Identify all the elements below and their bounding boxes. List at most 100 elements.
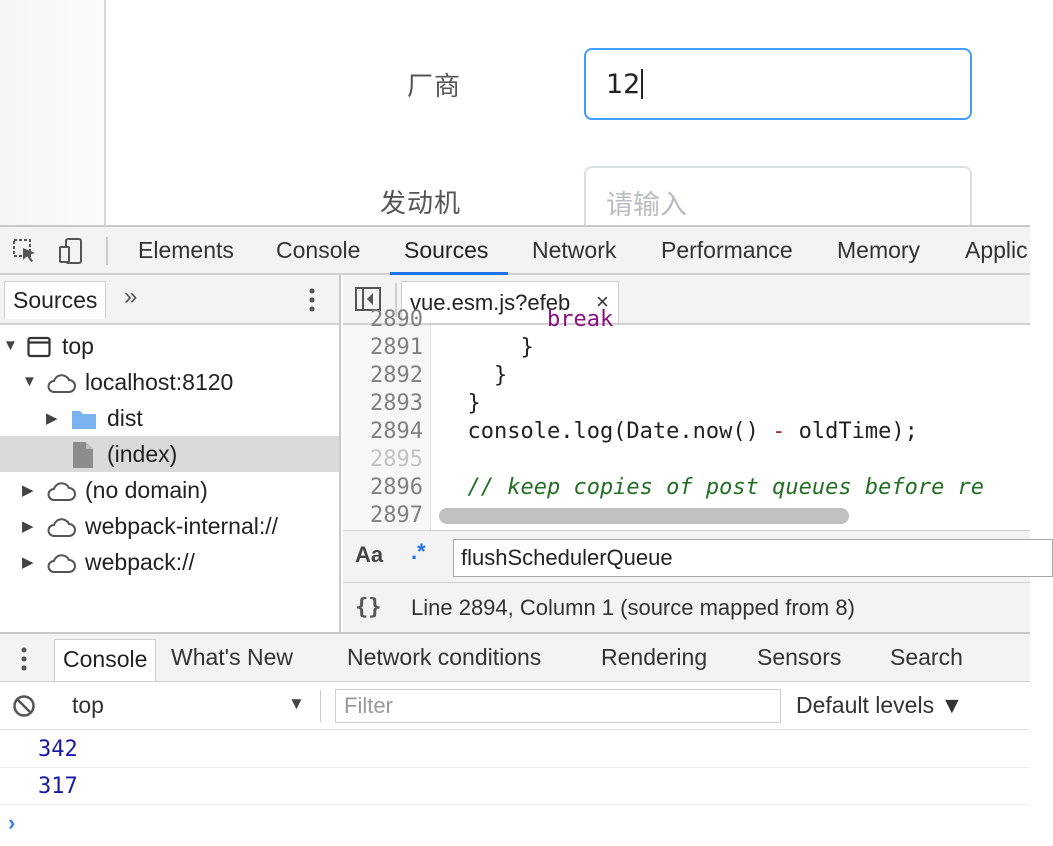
file-icon	[73, 442, 93, 468]
line-number[interactable]: 2890	[370, 307, 423, 332]
pretty-print-icon[interactable]: {}	[355, 595, 382, 620]
drawer-tab-rendering[interactable]: Rendering	[601, 644, 708, 670]
web-page: 厂商 12 发动机 请输入	[0, 0, 1030, 238]
tab-memory[interactable]: Memory	[837, 237, 921, 263]
tree-item-label: (index)	[107, 441, 178, 467]
collapsed-triangle-icon[interactable]: ▶	[46, 410, 58, 427]
navigator-tab-sources[interactable]: Sources	[4, 281, 107, 319]
line-number[interactable]: 2893	[370, 391, 423, 416]
drawer-tab-network-conditions[interactable]: Network conditions	[347, 644, 542, 670]
drawer-tab-sensors[interactable]: Sensors	[757, 644, 842, 670]
tab-application[interactable]: Applic	[965, 237, 1028, 263]
cloud-icon	[47, 374, 76, 393]
console-drawer: Console What's New Network conditions Re…	[0, 632, 1030, 846]
tree-item-no-domain[interactable]: ▶ (no domain)	[0, 472, 339, 508]
line-number-gutter: 2890 2891 2892 2893 2894 2895 2896 2897	[343, 307, 431, 530]
editor-tab-bar: vue.esm.js?efeb ×	[343, 275, 1030, 325]
navigator-header: Sources »	[0, 275, 339, 325]
line-number[interactable]: 2897	[370, 503, 423, 528]
tree-item-label: webpack://	[85, 549, 195, 575]
console-toolbar: top ▼ Filter Default levels ▼	[0, 682, 1030, 730]
log-levels-dropdown[interactable]: Default levels ▼	[796, 692, 964, 718]
engine-input-placeholder: 请输入	[606, 189, 687, 221]
line-number[interactable]: 2892	[370, 363, 423, 388]
execution-context-select[interactable]: top	[72, 692, 104, 718]
collapsed-triangle-icon[interactable]: ▶	[22, 518, 34, 535]
tree-item-dist[interactable]: ▶ dist	[0, 400, 339, 436]
drawer-tab-console[interactable]: Console	[54, 639, 157, 681]
manufacturer-input[interactable]: 12	[584, 48, 972, 120]
tree-item-webpack-internal[interactable]: ▶ webpack-internal://	[0, 508, 339, 544]
device-toolbar-icon[interactable]	[58, 238, 84, 264]
tab-performance[interactable]: Performance	[661, 237, 793, 263]
console-message-value: 342	[38, 737, 78, 762]
code-view[interactable]: 2890 2891 2892 2893 2894 2895 2896 2897 …	[343, 307, 1030, 530]
editor-status-bar: {} Line 2894, Column 1 (source mapped fr…	[343, 582, 1030, 632]
console-message: 342	[0, 731, 1030, 768]
kebab-menu-icon[interactable]	[16, 644, 32, 674]
cloud-icon	[47, 482, 76, 501]
tree-item-label: localhost:8120	[85, 369, 234, 395]
line-number[interactable]: 2891	[370, 335, 423, 360]
expanded-triangle-icon[interactable]: ▼	[22, 373, 37, 390]
toggle-navigator-icon[interactable]	[355, 287, 381, 311]
clear-console-icon[interactable]	[12, 694, 36, 718]
tab-sources[interactable]: Sources	[389, 227, 509, 275]
tab-console[interactable]: Console	[276, 237, 361, 263]
console-prompt-icon[interactable]: ›	[8, 810, 16, 835]
frame-icon	[27, 336, 51, 358]
page-side-gutter	[0, 0, 106, 225]
horizontal-scrollbar[interactable]	[439, 508, 849, 524]
toolbar-separator	[320, 690, 321, 722]
kebab-menu-icon[interactable]	[302, 285, 322, 315]
collapsed-triangle-icon[interactable]: ▶	[22, 554, 34, 571]
close-icon[interactable]: ×	[596, 289, 609, 314]
drawer-tab-search[interactable]: Search	[890, 644, 963, 670]
code-operator: -	[772, 419, 786, 444]
code-line: }	[520, 335, 534, 360]
line-number[interactable]: 2895	[370, 447, 423, 472]
sources-navigator: Sources » ▼ top ▼ localhost:8120 ▶	[0, 275, 341, 632]
engine-label: 发动机	[380, 189, 462, 219]
code-line-console-log: console.log(Date.now() - oldTime);	[441, 419, 918, 444]
editor-tab-label: vue.esm.js?efeb	[410, 290, 571, 315]
inspect-element-icon[interactable]	[12, 238, 38, 264]
tab-separator	[106, 237, 108, 265]
line-number[interactable]: 2896	[370, 475, 423, 500]
line-number[interactable]: 2894	[370, 419, 423, 444]
editor-tab-vue-esm[interactable]: vue.esm.js?efeb ×	[401, 281, 619, 323]
cloud-icon	[47, 518, 76, 537]
console-message: 317	[0, 768, 1030, 805]
tree-item-webpack[interactable]: ▶ webpack://	[0, 544, 339, 580]
collapsed-triangle-icon[interactable]: ▶	[22, 482, 34, 499]
code-line: }	[493, 363, 508, 388]
tree-item-label: webpack-internal://	[85, 513, 279, 539]
devtools-tab-bar: Elements Console Sources Network Perform…	[0, 227, 1030, 275]
console-filter-input[interactable]: Filter	[335, 689, 781, 723]
regex-toggle[interactable]: .*	[411, 539, 426, 564]
folder-icon	[72, 411, 96, 429]
tree-item-top[interactable]: ▼ top	[0, 328, 339, 364]
code-keyword: break	[546, 307, 614, 332]
tree-item-localhost[interactable]: ▼ localhost:8120	[0, 364, 339, 400]
editor-search-input[interactable]: flushSchedulerQueue	[453, 539, 1053, 577]
code-line: }	[467, 391, 481, 416]
dropdown-arrow-icon[interactable]: ▼	[288, 694, 305, 713]
drawer-tab-whats-new[interactable]: What's New	[171, 644, 293, 670]
tab-network[interactable]: Network	[532, 237, 617, 263]
source-editor: vue.esm.js?efeb × 2890 2891 2892 2893 28…	[343, 275, 1053, 632]
drawer-tab-bar: Console What's New Network conditions Re…	[0, 634, 1030, 682]
tab-elements[interactable]: Elements	[138, 237, 234, 263]
tree-item-index[interactable]: (index)	[0, 436, 339, 472]
cloud-icon	[47, 554, 76, 573]
tree-item-label: top	[62, 333, 94, 359]
editor-search-bar: Aa .* flushSchedulerQueue	[343, 530, 1053, 582]
more-tabs-chevron-icon[interactable]: »	[124, 283, 138, 310]
console-message-value: 317	[38, 774, 78, 799]
tab-separator	[395, 283, 397, 317]
devtools-panel: Elements Console Sources Network Perform…	[0, 225, 1053, 846]
expanded-triangle-icon[interactable]: ▼	[3, 337, 18, 354]
tree-item-label: dist	[107, 405, 143, 431]
manufacturer-input-value: 12	[606, 68, 641, 100]
match-case-toggle[interactable]: Aa	[355, 542, 384, 567]
